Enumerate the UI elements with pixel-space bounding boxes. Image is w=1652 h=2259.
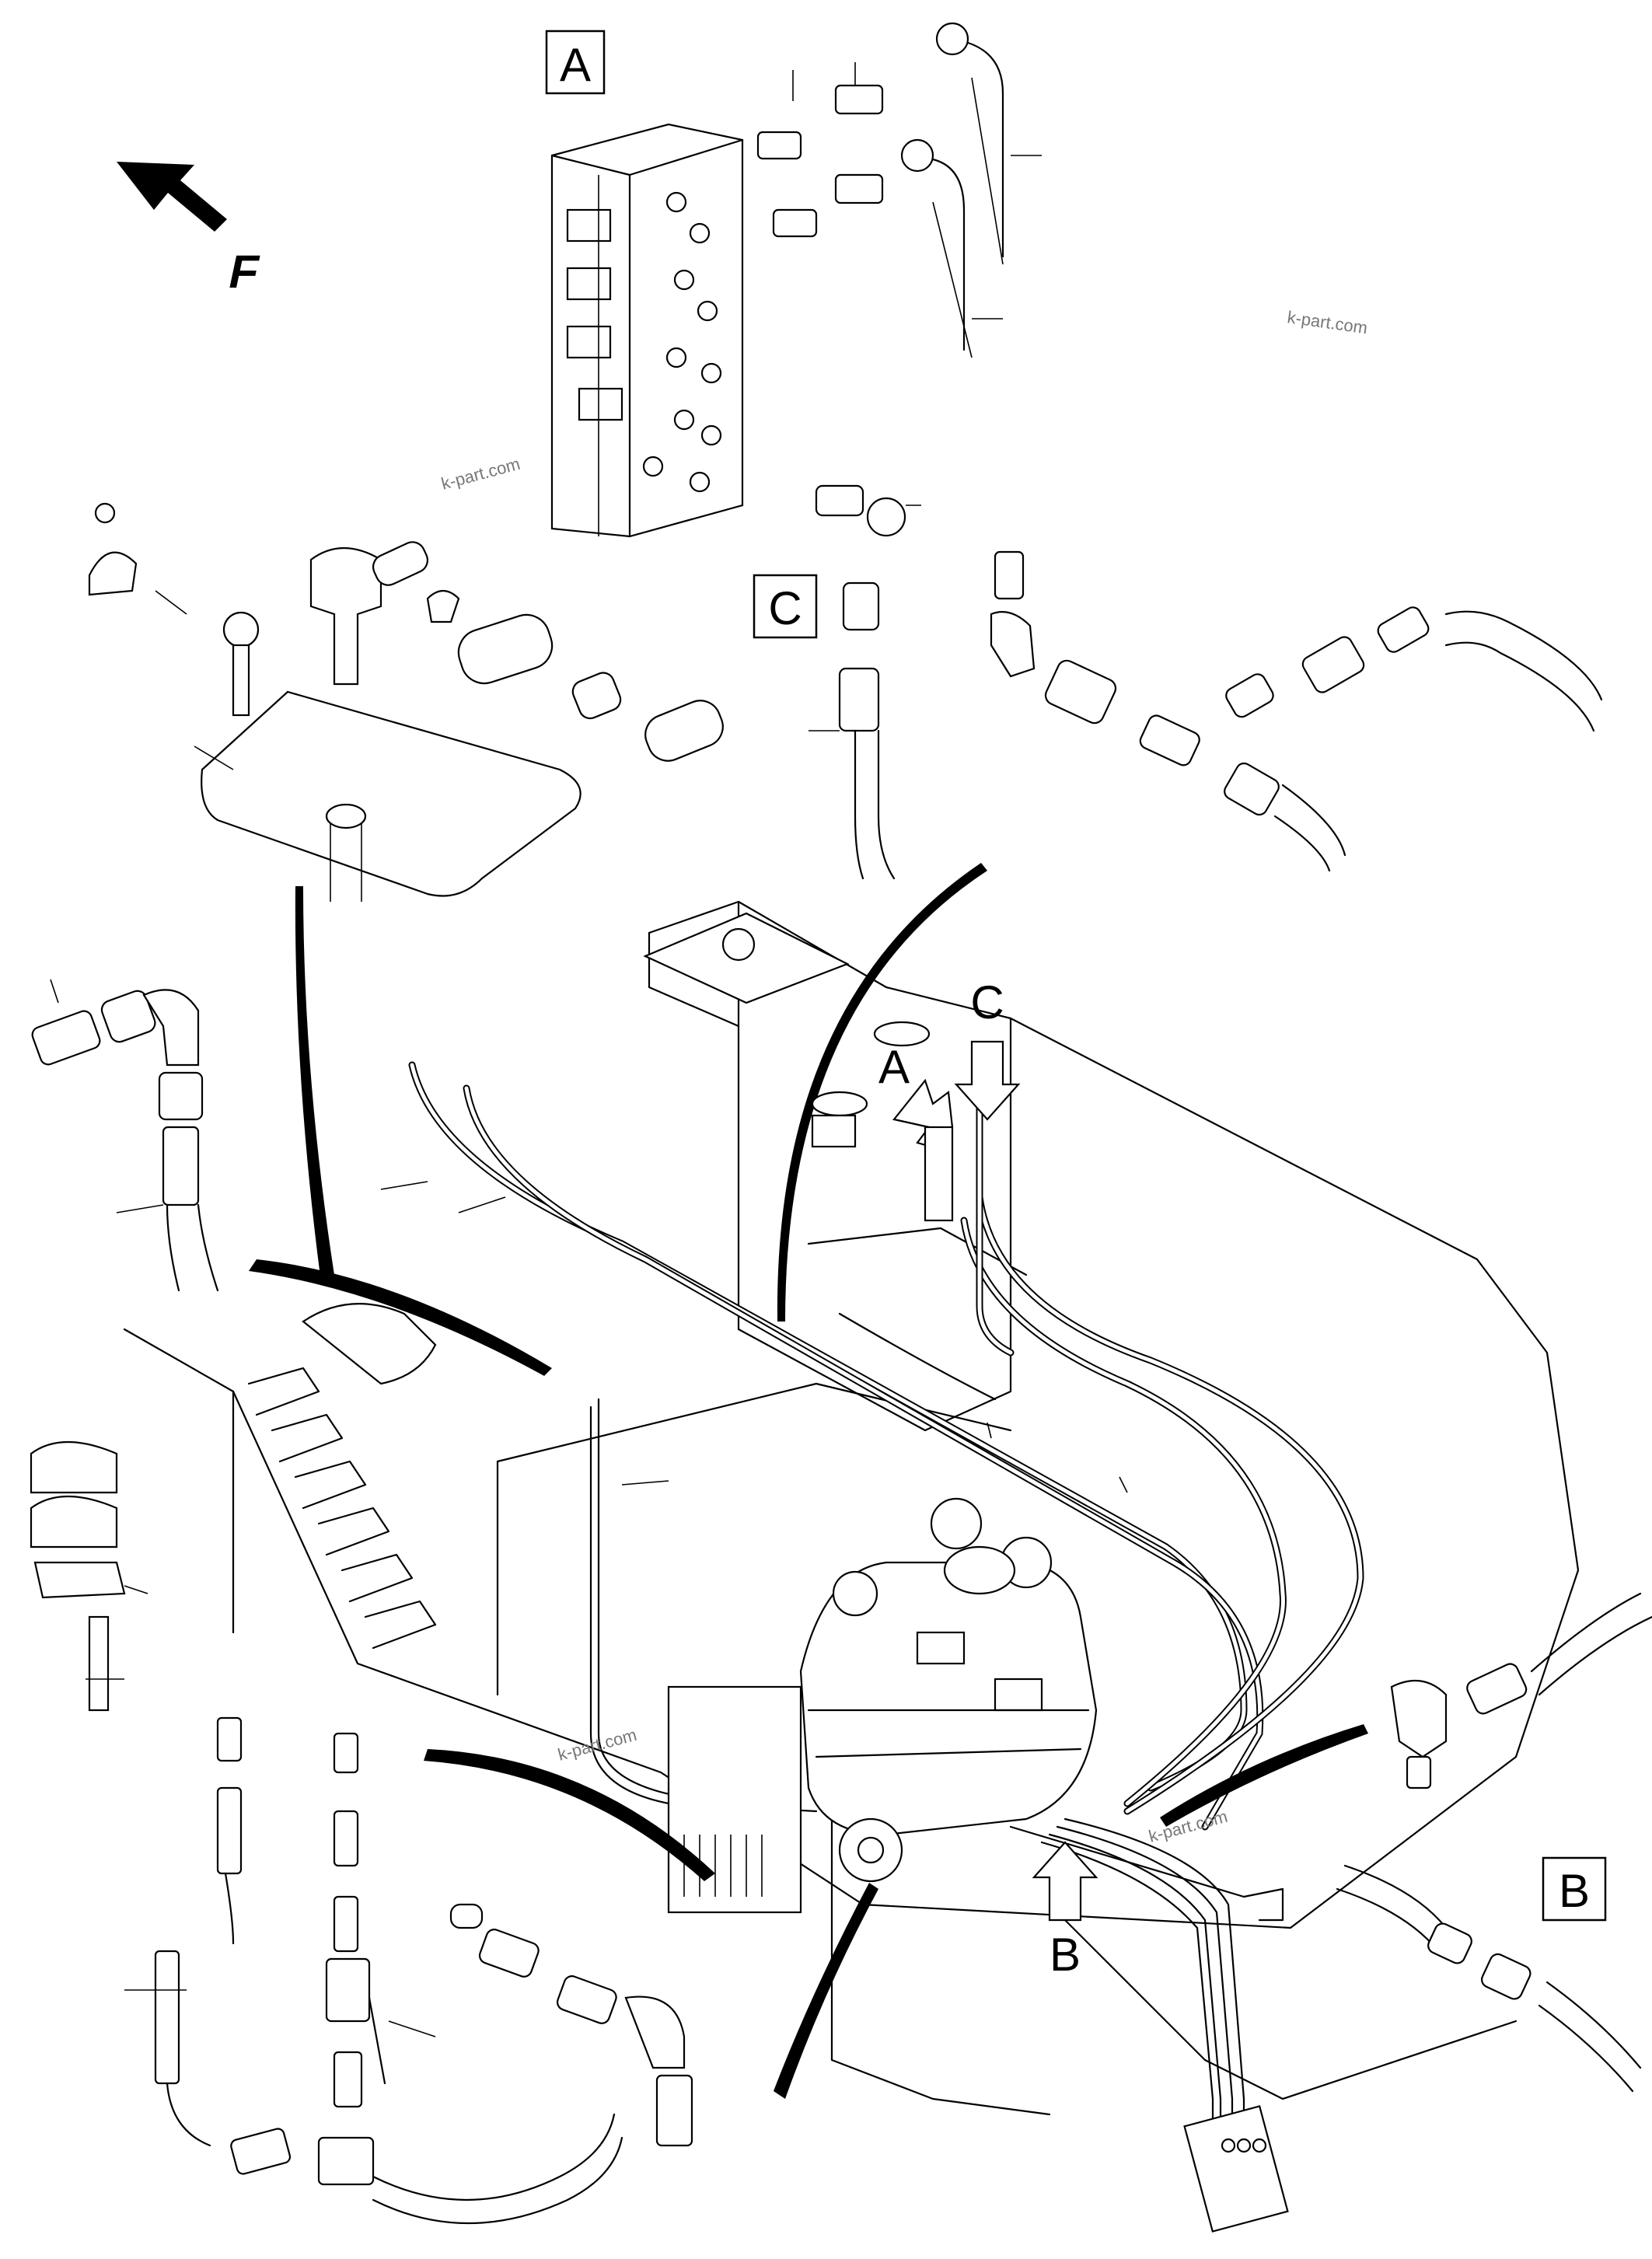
pointer-arrow-c: C [954,976,1021,1121]
pointer-arrow-b: B [1032,1841,1098,1981]
watermark: k-part.com [556,1725,639,1765]
access-steps [247,1367,437,1650]
split-pipe-clamp [30,1441,148,1712]
detail-c-label: C [768,582,802,634]
watermark: k-part.com [439,454,522,494]
pointer-label-b: B [1050,1929,1081,1981]
tank-cover-plate [194,541,724,902]
hatch-cover [302,1303,437,1385]
detail-b-label: B [1559,1865,1590,1917]
part-leader-lines [86,1181,1128,2037]
watermark: k-part.com [1286,307,1368,337]
detail-a-callout: A [545,30,606,95]
main-hydraulic-lines [408,1061,1364,1831]
tank-top-fittings [643,912,954,1222]
engine-assembly [667,1497,1098,1914]
detail-a-label: A [560,39,591,91]
reference-swoosh-arrows [249,863,1368,2099]
detail-c-hose-assembly [990,550,1603,872]
machine-frame-outline [123,900,1580,2116]
detail-b-fittings [1336,1592,1652,2093]
left-hose-assembly [31,979,219,1292]
detail-c-callout: C [753,574,818,639]
front-direction-arrow [117,162,227,232]
bottom-left-valve-assembly [154,1716,693,2224]
pipe-clamp-bolt [88,502,187,615]
orientation-mark-f: F [225,246,264,298]
detail-b-callout: B [1542,1856,1607,1922]
detail-c-fittings [809,484,921,880]
control-valve-block [550,123,744,538]
pointer-label-a: A [878,1041,910,1093]
pointer-label-c: C [970,976,1004,1028]
detail-a-fittings [756,22,1042,358]
